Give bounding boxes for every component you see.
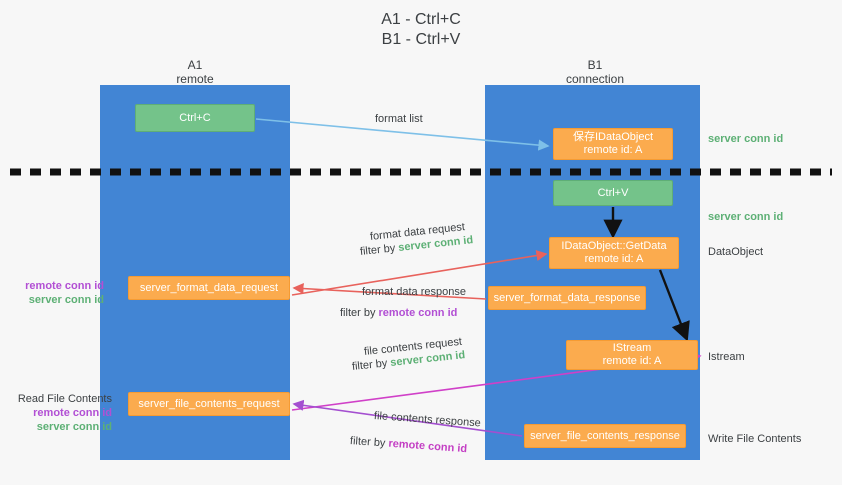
box-getdata-line1: IDataObject::GetData <box>561 240 667 252</box>
box-save-idataobject-label: 保存IDataObject remote id: A <box>573 131 653 157</box>
box-istream-line1: IStream <box>612 342 652 354</box>
box-istream[interactable]: IStream remote id: A <box>566 340 698 370</box>
box-server-file-contents-response-label: server_file_contents_response <box>530 429 680 442</box>
box-istream-label: IStream remote id: A <box>603 342 662 368</box>
label-fdresp-filter-prefix: filter by <box>340 307 379 319</box>
box-idataobject-getdata[interactable]: IDataObject::GetData remote id: A <box>549 237 679 269</box>
box-save-idataobject[interactable]: 保存IDataObject remote id: A <box>553 128 673 160</box>
label-fcresp-filter-value: remote conn id <box>388 437 468 456</box>
box-ctrl-c[interactable]: Ctrl+C <box>135 104 255 132</box>
box-ctrl-c-label: Ctrl+C <box>179 111 211 124</box>
box-getdata-line2: remote id: A <box>584 253 644 265</box>
title-line-2: B1 - Ctrl+V <box>381 31 461 48</box>
label-fdresp-filter-value: remote conn id <box>378 307 458 319</box>
lane-header-a1-role: remote <box>176 72 214 86</box>
annotation-server-conn-id-top: server conn id <box>708 133 784 145</box>
box-server-file-contents-response[interactable]: server_file_contents_response <box>524 424 686 448</box>
annotation-server-conn-id-mid: server conn id <box>708 211 784 223</box>
lane-header-b1-role: connection <box>565 72 625 86</box>
label-fdreq-filter-prefix: filter by <box>359 242 399 258</box>
box-ctrl-v-label: Ctrl+V <box>597 186 629 199</box>
box-server-file-contents-request-label: server_file_contents_request <box>138 397 280 410</box>
annotation-conn-ids-upper: remote conn id server conn id <box>8 279 104 307</box>
lane-header-a1: A1 remote <box>135 58 255 86</box>
box-server-format-data-response-label: server_format_data_response <box>493 291 641 304</box>
box-server-format-data-response[interactable]: server_format_data_response <box>488 286 646 310</box>
annotation-server-conn-id-2: server conn id <box>36 421 112 433</box>
box-save-idataobject-line1: 保存IDataObject <box>572 131 654 143</box>
label-file-contents-response-filter: filter by remote conn id <box>350 434 468 456</box>
box-idataobject-getdata-label: IDataObject::GetData remote id: A <box>561 240 666 266</box>
annotation-remote-conn-id-2: remote conn id <box>33 407 112 419</box>
label-fcreq-filter-prefix: filter by <box>351 357 391 373</box>
label-format-data-response-filter: filter by remote conn id <box>340 306 457 320</box>
box-server-file-contents-request[interactable]: server_file_contents_request <box>128 392 290 416</box>
lane-header-b1-name: B1 <box>587 58 603 72</box>
annotation-server-conn-id-1: server conn id <box>28 294 104 306</box>
page-title: A1 - Ctrl+C B1 - Ctrl+V <box>0 10 842 50</box>
box-server-format-data-request[interactable]: server_format_data_request <box>128 276 290 300</box>
label-file-contents-response: file contents response <box>373 410 482 430</box>
annotation-read-file-contents-group: Read File Contents remote conn id server… <box>8 392 112 434</box>
label-format-list: format list <box>375 113 423 125</box>
lane-header-a1-name: A1 <box>187 58 203 72</box>
annotation-remote-conn-id-1: remote conn id <box>25 280 104 292</box>
box-save-idataobject-line2: remote id: A <box>583 144 643 156</box>
lane-header-b1: B1 connection <box>535 58 655 86</box>
annotation-write-file-contents: Write File Contents <box>708 433 802 445</box>
annotation-read-file-contents: Read File Contents <box>17 393 112 405</box>
box-ctrl-v[interactable]: Ctrl+V <box>553 180 673 206</box>
box-istream-line2: remote id: A <box>602 355 662 367</box>
label-fcresp-filter-prefix: filter by <box>349 435 389 450</box>
box-server-format-data-request-label: server_format_data_request <box>139 281 279 294</box>
annotation-dataobject: DataObject <box>708 246 764 258</box>
label-format-data-response: format data response <box>362 286 466 298</box>
annotation-istream: Istream <box>708 351 745 363</box>
title-line-1: A1 - Ctrl+C <box>381 11 461 28</box>
